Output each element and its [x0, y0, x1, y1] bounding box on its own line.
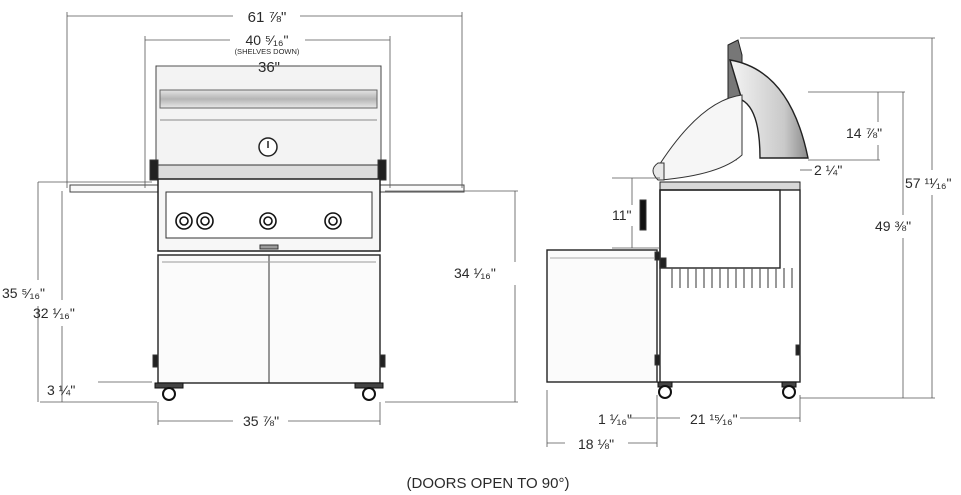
- shelves-width-label: 40 ⁵⁄₁₆": [246, 32, 289, 48]
- shelves-note-label: (SHELVES DOWN): [235, 47, 300, 56]
- hood-width-label: 36": [258, 59, 280, 76]
- height-to-cart-top-label: 32 ¹⁄₁₆": [33, 305, 75, 321]
- footnote-label: (DOORS OPEN TO 90°): [407, 475, 570, 492]
- dimension-labels: 61 ⅞" 40 ⁵⁄₁₆" (SHELVES DOWN) 36" 35 ⁵⁄₁…: [2, 9, 951, 492]
- side-dimension-lines: [546, 37, 935, 447]
- front-view-grill: [69, 65, 465, 401]
- overall-depth-label: 18 ⅛": [578, 436, 614, 452]
- cart-depth-label: 21 ¹⁵⁄₁₆": [690, 411, 738, 427]
- vent-slats: [671, 268, 793, 288]
- handle-offset-label: 2 ¼": [814, 162, 842, 178]
- cart-height-label: 34 ¹⁄₁₆": [454, 265, 496, 281]
- side-casters: [657, 381, 797, 399]
- total-height-closed-label: 49 ⅜": [875, 218, 911, 234]
- front-dimension-lines: [37, 12, 518, 425]
- caster-height-label: 3 ¼": [47, 382, 75, 398]
- front-casters: [154, 382, 384, 401]
- cart-width-label: 35 ⅞": [243, 413, 279, 429]
- height-to-shelf-label: 35 ⁵⁄₁₆": [2, 285, 45, 301]
- control-panel-height-label: 11": [612, 207, 632, 223]
- side-view-grill: [546, 39, 809, 399]
- door-gap-label: 1 ¹⁄₁₆": [598, 411, 632, 427]
- overall-width-label: 61 ⅞": [248, 9, 287, 26]
- hood-open-height-label: 14 ⅞": [846, 125, 882, 141]
- control-knobs: [175, 212, 342, 230]
- total-height-open-label: 57 ¹¹⁄₁₆": [905, 175, 951, 191]
